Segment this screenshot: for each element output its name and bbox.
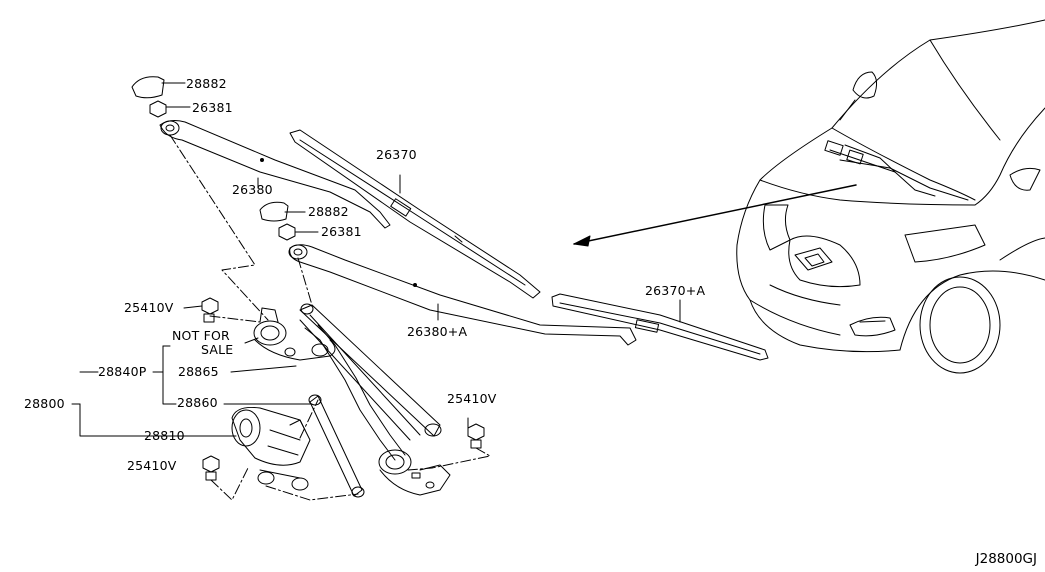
nut-upper-drawing [149, 100, 191, 118]
label-arm-right: 26380+A [407, 324, 468, 339]
diagram-code: J28800GJ [975, 550, 1037, 567]
label-motor: 28810 [144, 428, 185, 443]
label-linkage-sub: 28840P [98, 364, 147, 379]
label-cap-upper: 28882 [186, 76, 227, 91]
bolt-bottom-drawing [202, 455, 220, 481]
wiper-blade-right-drawing [551, 293, 769, 361]
linkage-drawing [253, 303, 451, 498]
label-bolt-bottom: 25410V [127, 458, 177, 473]
label-blade-left: 26370 [376, 147, 417, 162]
vehicle-drawing [573, 19, 1045, 374]
label-pivot: 28865 [178, 364, 219, 379]
label-not-for: NOT FOR [172, 328, 230, 343]
label-assembly: 28800 [24, 396, 65, 411]
bolt-top-drawing [201, 297, 219, 323]
label-nut-lower: 26381 [321, 224, 362, 239]
label-blade-right: 26370+A [645, 283, 706, 298]
label-cap-lower: 28882 [308, 204, 349, 219]
label-bolt-right: 25410V [447, 391, 497, 406]
wiper-arm-left-drawing [159, 120, 391, 229]
leader-lines [71, 211, 469, 437]
motor-drawing [231, 407, 311, 491]
label-sale: SALE [201, 342, 234, 357]
alignment-lines [169, 134, 491, 501]
label-rod: 28860 [177, 395, 218, 410]
label-arm-left: 26380 [232, 182, 273, 197]
cap-upper-drawing [131, 76, 186, 99]
nut-lower-drawing [278, 223, 319, 241]
bolt-right-drawing [467, 423, 485, 449]
wiper-blade-left-drawing [289, 129, 541, 299]
label-nut-upper: 26381 [192, 100, 233, 115]
label-bolt-top: 25410V [124, 300, 174, 315]
